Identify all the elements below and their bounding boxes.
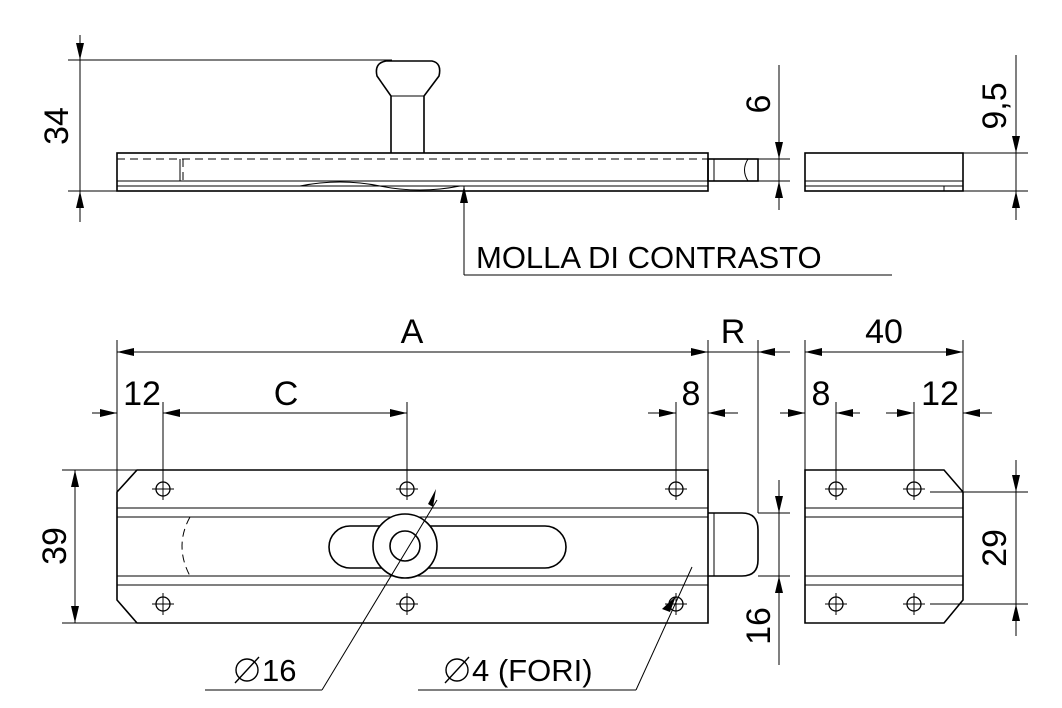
diameter-icon: [234, 656, 260, 684]
mounting-hole: [395, 592, 419, 616]
mounting-hole: [151, 592, 175, 616]
keeper-hole: [824, 477, 848, 501]
pin-front: [708, 512, 759, 577]
mounting-hole: [395, 477, 419, 501]
dim-29-label: 29: [976, 529, 1014, 567]
dim-a-label: A: [401, 313, 424, 351]
dim-40-label: 40: [865, 313, 903, 351]
dim-16-knob-label: 16: [262, 653, 296, 688]
front-view: A R 40 12 C 8 8 12: [36, 313, 1028, 691]
dim-34-label: 34: [38, 107, 76, 145]
keeper-hole: [902, 477, 926, 501]
diameter-icon: [444, 656, 470, 684]
keeper-hole: [902, 592, 926, 616]
side-view: 34 6 9,5 MOLLA DI CONTRASTO: [38, 35, 1028, 276]
dim-r-label: R: [721, 313, 746, 351]
knob-side: [375, 60, 441, 153]
dim-39-label: 39: [36, 527, 74, 565]
bolt-body-side: [116, 152, 709, 192]
dim-keeper-8-label: 8: [812, 375, 831, 413]
dim-keeper-12-label: 12: [921, 375, 959, 413]
dim-6-label: 6: [740, 95, 778, 114]
dim-hole-label: 4 (FORI): [472, 653, 593, 688]
dim-16-pin-label: 16: [740, 607, 778, 645]
dim-9-5-label: 9,5: [976, 82, 1014, 129]
dim-12-left-label: 12: [123, 375, 161, 413]
dim-c-label: C: [274, 375, 299, 413]
mounting-hole: [664, 477, 688, 501]
keeper-hole: [824, 592, 848, 616]
spring-label: MOLLA DI CONTRASTO: [476, 240, 822, 275]
keeper-front: [804, 469, 964, 624]
pin-side: [707, 158, 759, 182]
slot: [328, 525, 567, 569]
knob-front: [372, 513, 438, 579]
keeper-side: [804, 152, 964, 192]
mounting-hole: [151, 477, 175, 501]
spring-line: [299, 181, 461, 191]
dim-8-label: 8: [682, 375, 701, 413]
